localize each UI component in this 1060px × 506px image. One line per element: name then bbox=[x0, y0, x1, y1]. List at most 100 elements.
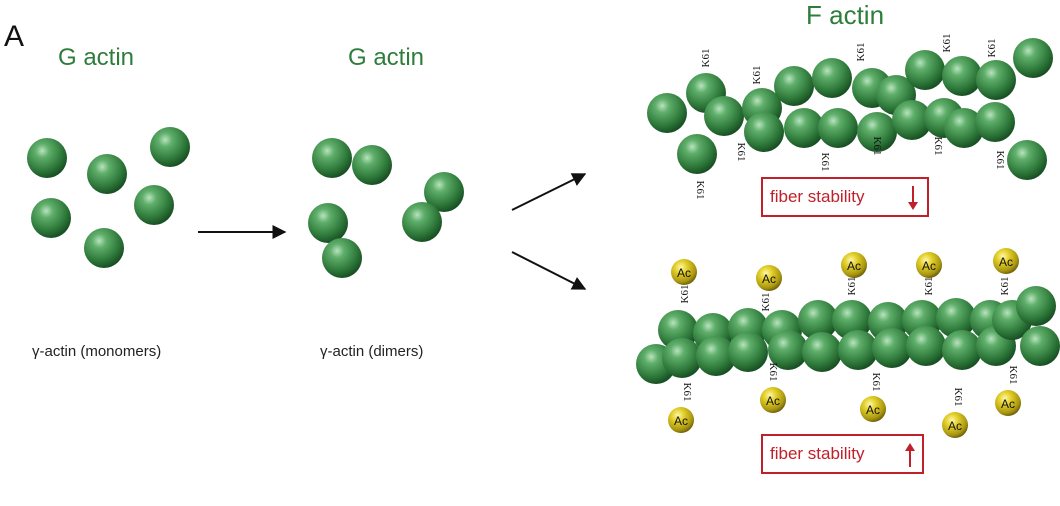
acetyl-label: Ac bbox=[999, 255, 1013, 269]
f-actin-subunit bbox=[906, 326, 946, 366]
f-actin-subunit bbox=[818, 108, 858, 148]
k61-residue-label: K61 bbox=[923, 277, 935, 296]
actin-dimer-subunit bbox=[402, 202, 442, 242]
arrow-to-unmodified-filament bbox=[511, 173, 587, 211]
k61-residue-label: K61 bbox=[855, 43, 867, 62]
f-actin-subunit bbox=[942, 56, 982, 96]
f-actin-subunit bbox=[744, 112, 784, 152]
k61-residue-label: K61 bbox=[700, 49, 712, 68]
f-actin-title: F actin bbox=[806, 0, 885, 30]
arrow-to-acetylated-filament bbox=[511, 251, 587, 290]
down-arrow-icon bbox=[908, 186, 918, 210]
acetyl-label: Ac bbox=[1001, 397, 1015, 411]
f-actin-subunit bbox=[704, 96, 744, 136]
up-arrow-icon bbox=[905, 443, 915, 467]
f-actin-subunit bbox=[936, 298, 976, 338]
acetyl-label: Ac bbox=[766, 394, 780, 408]
acetyl-label: Ac bbox=[677, 266, 691, 280]
f-actin-subunit bbox=[832, 300, 872, 340]
f-actin-subunit bbox=[1007, 140, 1047, 180]
f-actin-subunit bbox=[942, 330, 982, 370]
k61-residue-label: K61 bbox=[819, 153, 831, 172]
f-actin-subunit bbox=[696, 336, 736, 376]
f-actin-subunit bbox=[905, 50, 945, 90]
acetyl-label: Ac bbox=[948, 419, 962, 433]
k61-residue-label: K61 bbox=[694, 181, 706, 200]
f-actin-subunit bbox=[857, 112, 897, 152]
actin-monomer bbox=[87, 154, 127, 194]
f-actin-subunit bbox=[944, 108, 984, 148]
acetyl-group bbox=[671, 259, 697, 285]
k61-residue-label: K61 bbox=[735, 143, 747, 162]
f-actin-subunit bbox=[892, 100, 932, 140]
acetyl-group bbox=[760, 387, 786, 413]
f-actin-subunit bbox=[774, 66, 814, 106]
actin-monomer bbox=[150, 127, 190, 167]
acetyl-label: Ac bbox=[922, 259, 936, 273]
f-actin-subunit bbox=[662, 338, 702, 378]
acetyl-group bbox=[860, 396, 886, 422]
f-actin-subunit bbox=[728, 332, 768, 372]
actin-dimer-subunit bbox=[352, 145, 392, 185]
monomers-caption: γ-actin (monomers) bbox=[32, 343, 162, 360]
f-actin-subunit bbox=[798, 300, 838, 340]
k61-residue-label: K61 bbox=[871, 137, 883, 156]
acetyl-group bbox=[995, 390, 1021, 416]
acetyl-group bbox=[841, 252, 867, 278]
k61-residue-label: K61 bbox=[932, 137, 944, 156]
actin-dimer-subunit bbox=[322, 238, 362, 278]
f-actin-subunit bbox=[802, 332, 842, 372]
k61-residue-label: K61 bbox=[999, 277, 1011, 296]
g-actin-dimers-title: G actin bbox=[348, 44, 425, 71]
stability-increase-box: fiber stability bbox=[761, 434, 924, 474]
k61-residue-label: K61 bbox=[679, 285, 691, 304]
f-actin-subunit bbox=[976, 60, 1016, 100]
k61-residue-label: K61 bbox=[760, 293, 772, 312]
actin-dimer-subunit bbox=[308, 203, 348, 243]
acetyl-group bbox=[942, 412, 968, 438]
k61-residue-label: K61 bbox=[952, 388, 964, 407]
stability-decrease-box: fiber stability bbox=[761, 177, 929, 217]
f-actin-subunit bbox=[1013, 38, 1053, 78]
f-actin-subunit bbox=[677, 134, 717, 174]
panel-label: A bbox=[4, 20, 25, 53]
dimers-caption: γ-actin (dimers) bbox=[320, 343, 424, 360]
k61-residue-label: K61 bbox=[986, 39, 998, 58]
f-actin-subunit bbox=[647, 93, 687, 133]
f-actin-subunit bbox=[812, 58, 852, 98]
actin-dimer-subunit bbox=[424, 172, 464, 212]
acetyl-label: Ac bbox=[762, 272, 776, 286]
k61-residue-label: K61 bbox=[994, 151, 1006, 170]
f-actin-subunit bbox=[1016, 286, 1056, 326]
acetyl-label: Ac bbox=[866, 403, 880, 417]
k61-residue-label: K61 bbox=[846, 277, 858, 296]
k61-residue-label: K61 bbox=[681, 383, 693, 402]
acetyl-group bbox=[916, 252, 942, 278]
acetyl-group bbox=[668, 407, 694, 433]
acetyl-label: Ac bbox=[847, 259, 861, 273]
actin-dimer-subunit bbox=[312, 138, 352, 178]
g-actin-monomers-title: G actin bbox=[58, 44, 135, 71]
actin-monomer bbox=[27, 138, 67, 178]
actin-monomer bbox=[134, 185, 174, 225]
acetyl-group bbox=[993, 248, 1019, 274]
f-actin-subunit bbox=[768, 330, 808, 370]
k61-residue-label: K61 bbox=[767, 363, 779, 382]
f-actin-subunit bbox=[838, 330, 878, 370]
k61-residue-label: K61 bbox=[1007, 366, 1019, 385]
f-actin-subunit bbox=[872, 328, 912, 368]
acetyl-group bbox=[756, 265, 782, 291]
k61-residue-label: K61 bbox=[751, 66, 763, 85]
k61-residue-label: K61 bbox=[941, 34, 953, 53]
actin-monomer bbox=[84, 228, 124, 268]
k61-residue-label: K61 bbox=[870, 373, 882, 392]
stability-increase-text: fiber stability bbox=[770, 444, 865, 463]
actin-monomer bbox=[31, 198, 71, 238]
stability-decrease-text: fiber stability bbox=[770, 187, 865, 206]
f-actin-subunit bbox=[975, 102, 1015, 142]
f-actin-subunit bbox=[784, 108, 824, 148]
f-actin-subunit bbox=[1020, 326, 1060, 366]
acetyl-label: Ac bbox=[674, 414, 688, 428]
